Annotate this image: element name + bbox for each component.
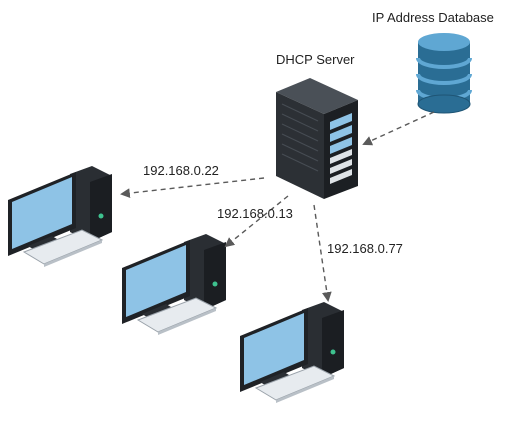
computer-icon bbox=[240, 302, 344, 403]
database-label: IP Address Database bbox=[372, 10, 494, 25]
arrow-server-to-pc2 bbox=[224, 195, 289, 248]
database-icon bbox=[416, 33, 472, 114]
server-label: DHCP Server bbox=[276, 52, 355, 67]
computer-icon bbox=[8, 166, 112, 267]
ip-label-right: 192.168.0.77 bbox=[327, 241, 403, 256]
ip-label-middle: 192.168.0.13 bbox=[217, 206, 293, 221]
arrow-server-to-pc3 bbox=[313, 204, 332, 302]
computer-icon bbox=[122, 234, 226, 335]
arrow-server-to-pc1 bbox=[120, 177, 265, 198]
ip-label-left: 192.168.0.22 bbox=[143, 163, 219, 178]
arrow-db-to-server bbox=[362, 111, 435, 146]
server-icon bbox=[276, 78, 358, 199]
